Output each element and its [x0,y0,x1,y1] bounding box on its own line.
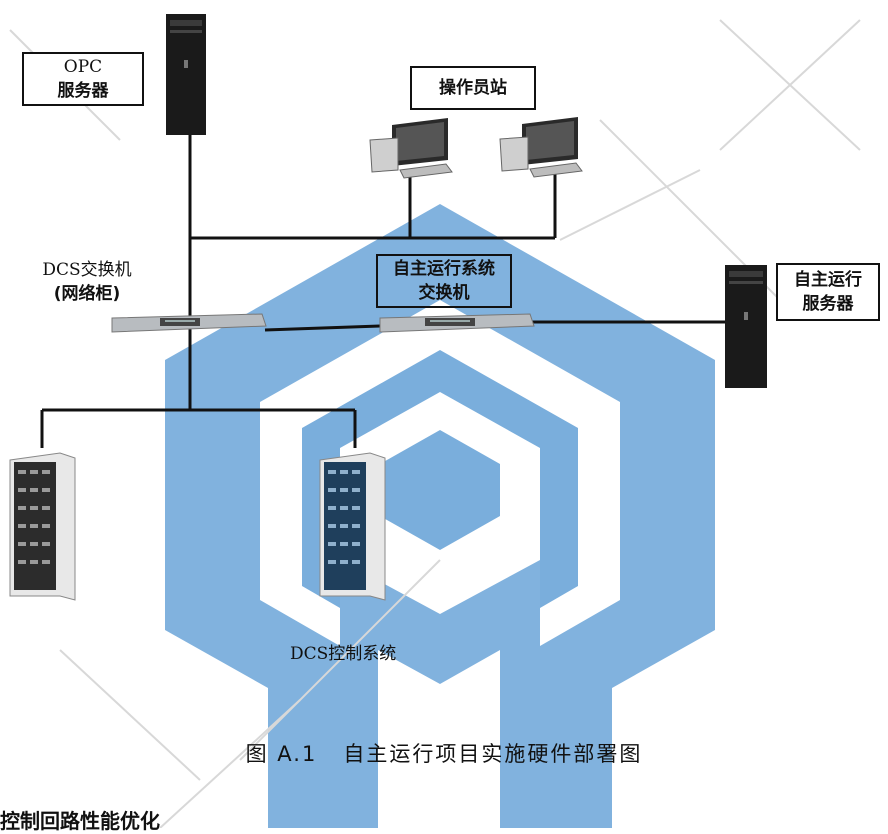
opc-server-label-line2: 服务器 [57,81,109,101]
dcs-cabinet-1-icon [9,452,76,601]
auto-server-label-line1: 自主运行 [794,270,862,290]
auto-server-label: 自主运行 服务器 [776,263,880,321]
operator-workstation-1-icon [369,118,453,179]
operator-station-label-text: 操作员站 [439,78,507,98]
opc-server-label: OPC 服务器 [22,52,144,106]
dcs-switch-label-line2: (网络柜) [53,284,121,304]
watermark-strokes [9,19,861,828]
dcs-control-system-label: DCS控制系统 [290,644,397,664]
opc-server-label-line1: OPC [63,57,103,77]
opc-server-tower-icon [166,14,206,135]
dcs-cabinet-2-icon [319,452,386,601]
auto-switch-label: 自主运行系统 交换机 [376,254,512,308]
auto-switch-label-line2: 交换机 [418,283,470,303]
figure-caption: 图 A.1 自主运行项目实施硬件部署图 [245,742,643,766]
dcs-network-switch-icon [111,313,267,333]
operator-station-label: 操作员站 [410,66,536,110]
auto-switch-label-line1: 自主运行系统 [393,259,495,279]
auto-server-label-line2: 服务器 [802,294,854,314]
dcs-switch-label-line1: DCS交换机 [42,260,132,280]
dcs-switch-label: DCS交换机 (网络柜) [22,258,152,306]
auto-network-switch-icon [379,313,535,333]
auto-server-tower-icon [725,265,767,388]
next-section-heading-fragment: 控制回路性能优化 [0,809,160,833]
connection-lines [40,135,725,448]
operator-workstation-2-icon [499,117,583,178]
hexagon-logo-watermark [165,204,715,828]
